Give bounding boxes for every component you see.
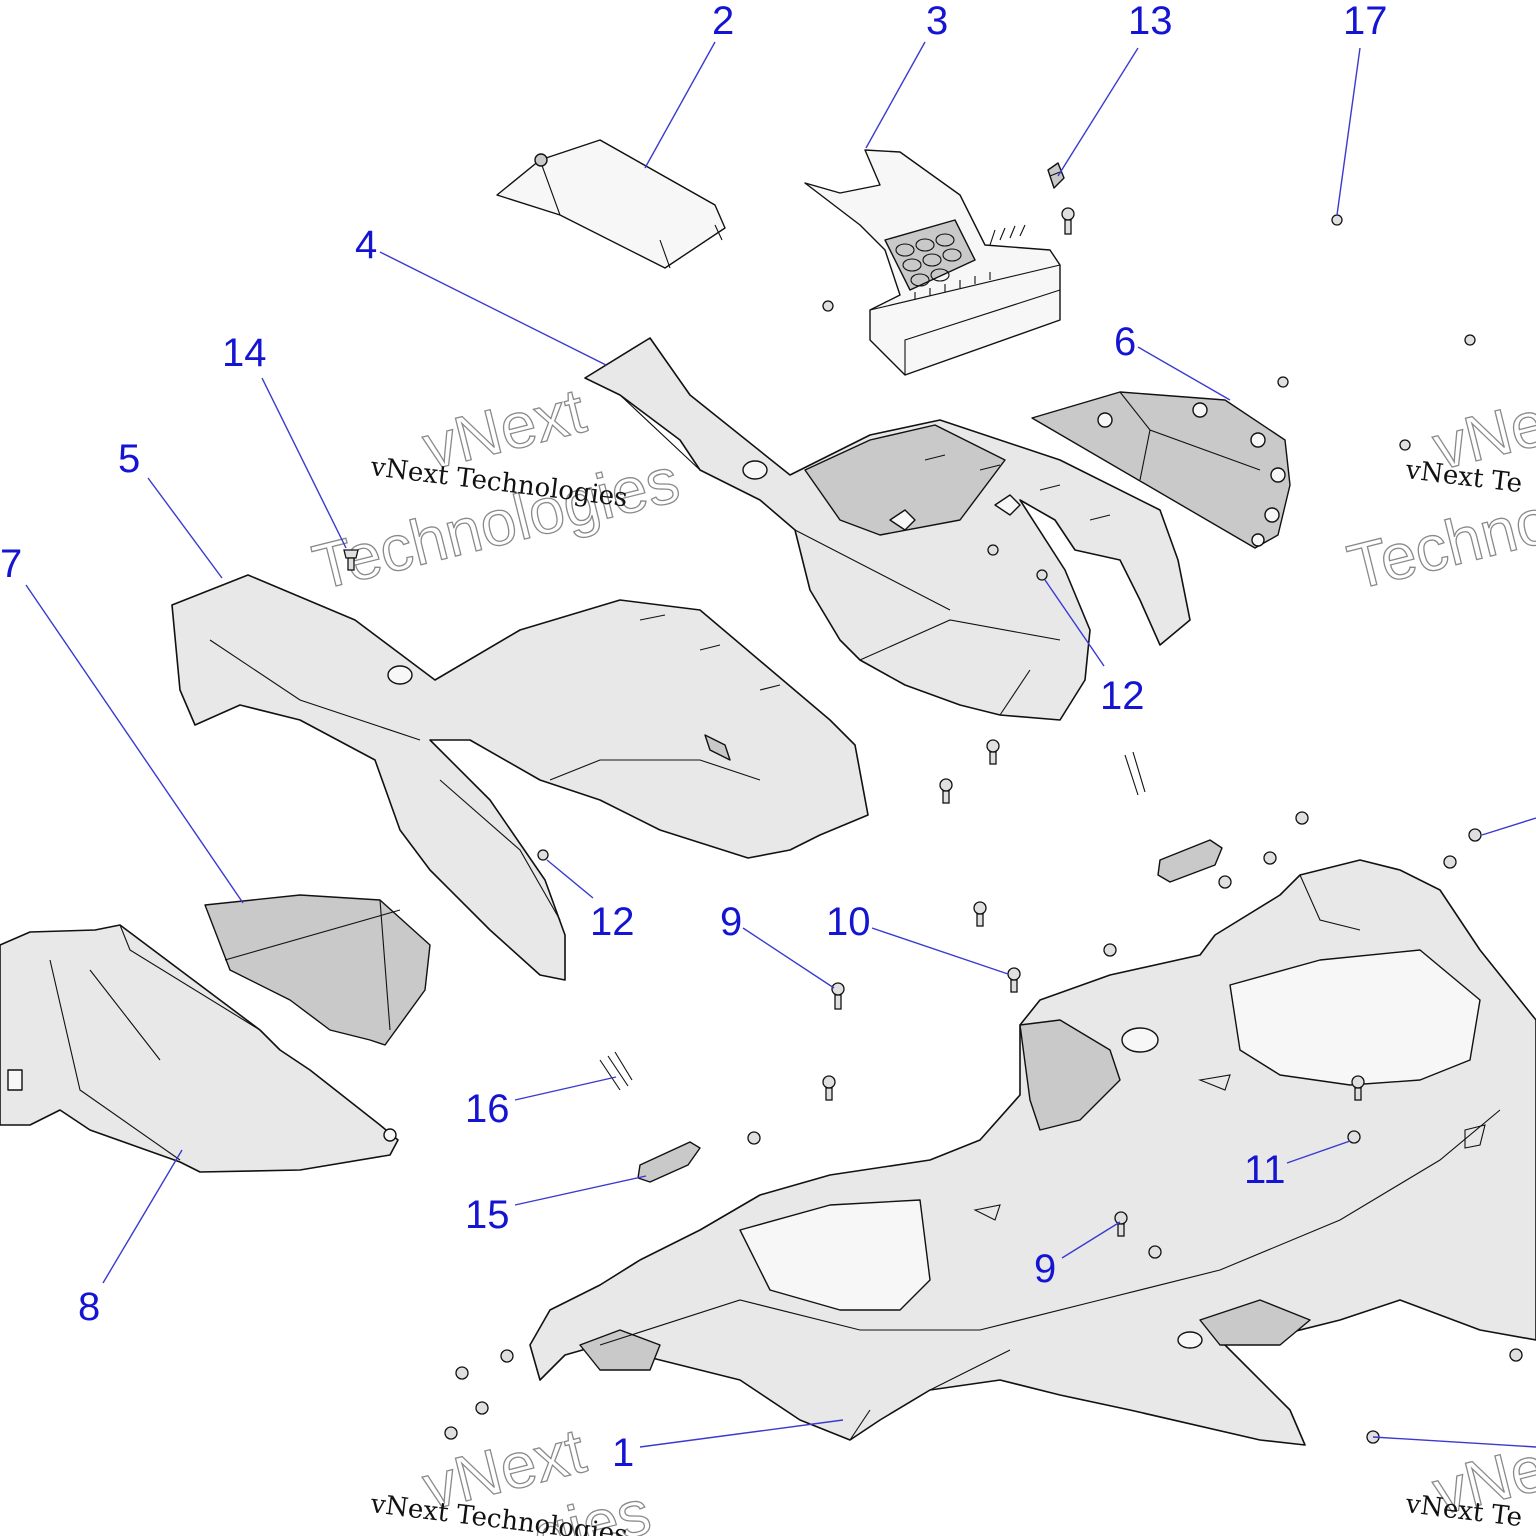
callout-13: 13 [1128,0,1173,43]
fastener-l [1218,875,1232,889]
leader-12-top [1044,579,1105,667]
leader-16 [514,1076,617,1101]
fastener-d [1277,376,1289,388]
fastener-w [1509,1348,1523,1362]
leader-8 [102,1149,183,1284]
callout-11: 11 [1244,1148,1286,1192]
watermark-bottom: vNext gies vNext Technologies vNe vNext … [368,1413,1536,1536]
part-13-clip [1047,162,1065,189]
part-2-cover-plate [496,139,726,269]
leader-3 [865,41,926,149]
leader-5 [147,477,223,579]
callout-9-bottom: 9 [1034,1247,1056,1291]
leader-4 [379,251,607,366]
fastener-m [973,901,987,927]
leader-10 [871,927,1009,975]
callout-9-top: 9 [720,900,742,944]
leader-13 [1057,47,1139,177]
fastener-10 [1007,967,1021,993]
leader-6 [1137,346,1231,401]
leader-17 [1336,47,1361,216]
leader-9-top [742,927,835,989]
leader-2 [644,41,716,169]
part-16-pins [599,751,1146,1091]
leader-14 [261,377,347,549]
callout-12-mid: 12 [590,900,635,944]
fastener-v [444,1426,458,1440]
fastener-g [939,778,953,804]
part-3-console-grille [804,149,1061,376]
fastener-12a [987,544,999,556]
leader-9-bottom [1061,1221,1121,1259]
fastener-12b [1036,569,1048,581]
fastener-12c [537,849,549,861]
fastener-s [500,1349,514,1363]
watermark-big-4: Techno [1341,484,1536,604]
part-7-side-panel [204,894,431,1046]
part-bracket-upper [1157,839,1223,883]
fastener-h [1295,811,1309,825]
fastener-c [1464,334,1476,346]
callout-5: 5 [118,437,140,481]
callout-8: 8 [78,1285,100,1329]
fastener-b [822,300,834,312]
part-5-rear-fender [171,574,869,981]
callout-2: 2 [712,0,734,43]
part-1-front-frame [529,859,1536,1446]
fastener-k [1443,855,1457,869]
leader-1 [639,1419,844,1448]
callout-12-top: 12 [1100,674,1145,718]
fastener-p [1351,1075,1365,1101]
fastener-u [475,1401,489,1415]
part-6-side-shield [1031,391,1291,549]
fastener-17 [1331,214,1343,226]
fastener-o [822,1075,836,1101]
callout-14: 14 [222,331,267,375]
fastener-9a [831,982,845,1010]
fasteners [343,207,1523,1444]
watermark-top-right: vNe Techno vNext Te [1340,386,1536,605]
leader-15 [514,1175,647,1206]
leader-edge-right [1481,817,1536,836]
fastener-14 [343,549,359,571]
callout-4: 4 [355,223,377,267]
callout-10: 10 [826,900,871,944]
callout-17: 17 [1343,0,1388,43]
fastener-i [1468,828,1482,842]
leader-lines [25,41,1536,1448]
callout-7: 7 [0,542,22,586]
part-15-bracket [637,1141,701,1183]
fastener-t [455,1366,469,1380]
fastener-11 [1347,1130,1361,1144]
fastener-e [1399,439,1411,451]
callout-6: 6 [1114,320,1136,364]
watermark-top-left: vNext Technologies vNext Technologies [305,373,686,604]
fastener-9b [1114,1211,1128,1237]
grille-holes [895,233,962,287]
fastener-a [1061,207,1075,235]
leader-11 [1286,1140,1351,1164]
leader-edge-bottom-right [1372,1436,1536,1448]
callout-16: 16 [465,1087,510,1131]
part-8-footwell [0,924,399,1173]
callout-15: 15 [465,1193,510,1237]
callout-labels: 2 3 13 17 4 14 6 5 7 12 12 9 10 16 15 11… [0,0,1388,1475]
callout-1: 1 [612,1431,634,1475]
leader-7 [25,584,244,904]
fastener-f [986,739,1000,765]
fastener-q [747,1131,761,1145]
fastener-j [1263,851,1277,865]
leader-12-mid [546,859,594,899]
part-4-front-dash [584,337,1191,721]
fastener-n [1103,943,1117,957]
callout-3: 3 [926,0,948,43]
fastener-r [1148,1245,1162,1259]
